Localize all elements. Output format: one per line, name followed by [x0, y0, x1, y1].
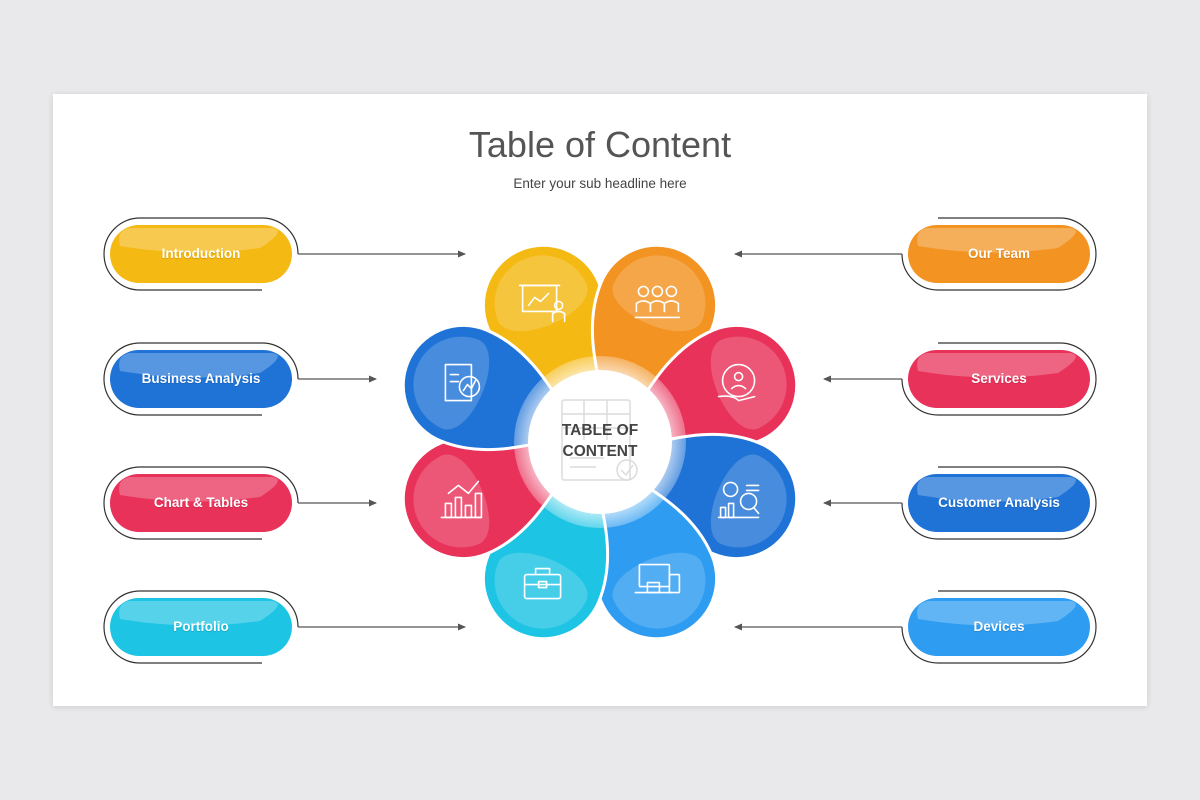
- pill-services[interactable]: [901, 342, 1097, 416]
- pill-label-chart-and-tables[interactable]: Chart & Tables: [153, 495, 249, 510]
- pill-label-portfolio[interactable]: Portfolio: [173, 619, 229, 634]
- pill-business-analysis[interactable]: [103, 342, 299, 416]
- presentation-icon: [518, 284, 566, 323]
- pill-chart-and-tables[interactable]: [103, 466, 299, 540]
- line-chart-icon: [440, 480, 483, 519]
- pill-introduction[interactable]: [103, 217, 299, 291]
- report-chart-icon: [444, 363, 481, 402]
- center-label: TABLE OF CONTENT: [540, 420, 660, 462]
- pill-label-devices[interactable]: Devices: [973, 619, 1025, 634]
- pill-label-our-team[interactable]: Our Team: [967, 246, 1030, 261]
- pill-label-introduction[interactable]: Introduction: [161, 246, 241, 261]
- customer-analysis-icon: [717, 481, 760, 519]
- document-icon: [561, 399, 638, 481]
- center-label-line2: CONTENT: [562, 443, 638, 460]
- pill-devices[interactable]: [901, 590, 1097, 664]
- pill-customer-analysis[interactable]: [901, 466, 1097, 540]
- pill-portfolio[interactable]: [103, 590, 299, 664]
- page-title: Table of Content: [468, 124, 732, 165]
- devices-icon: [634, 563, 681, 594]
- center-hub: [528, 370, 672, 514]
- pill-our-team[interactable]: [901, 217, 1097, 291]
- briefcase-icon: [523, 567, 562, 600]
- pill-label-customer-analysis[interactable]: Customer Analysis: [938, 495, 1060, 510]
- center-label-line1: TABLE OF: [561, 422, 639, 439]
- pill-label-business-analysis[interactable]: Business Analysis: [141, 371, 261, 386]
- pill-label-services[interactable]: Services: [971, 371, 1027, 386]
- team-icon: [634, 285, 681, 319]
- customer-service-icon: [717, 363, 756, 402]
- page-subtitle: Enter your sub headline here: [513, 176, 687, 191]
